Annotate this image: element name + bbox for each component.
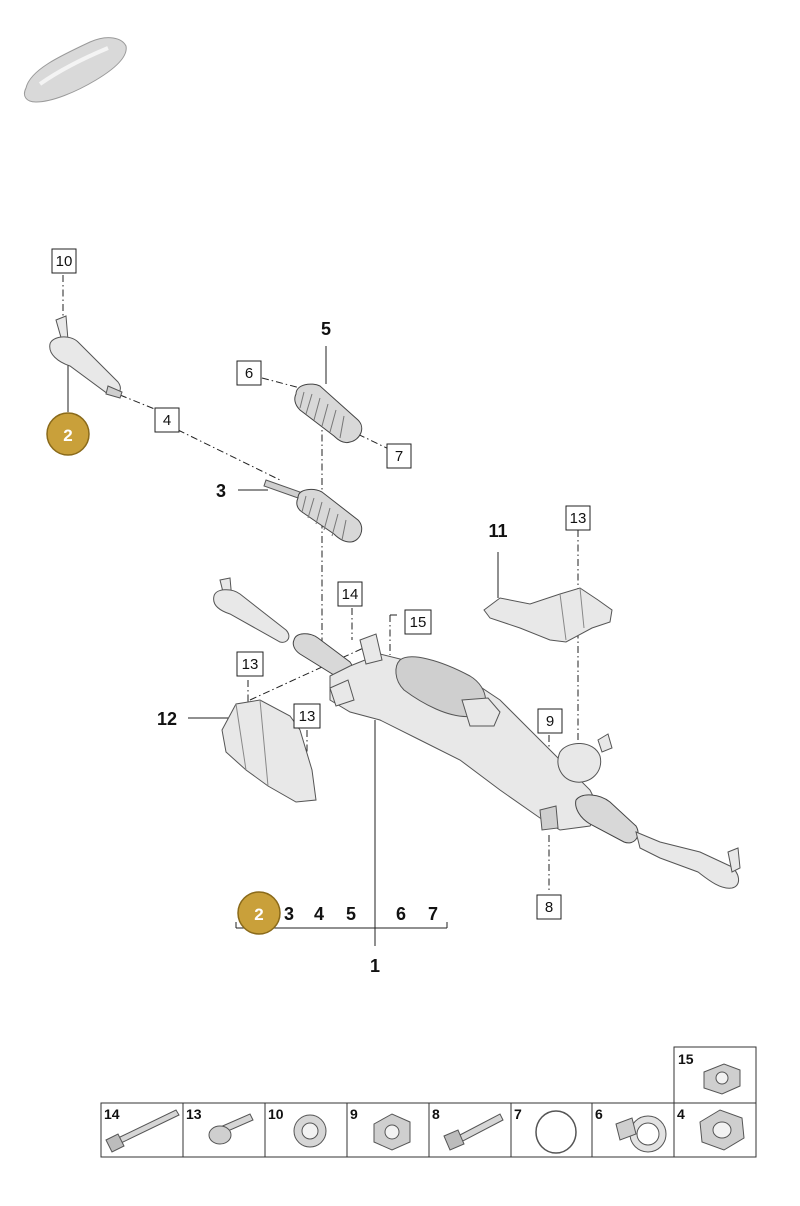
callout-15: 15 — [404, 609, 432, 635]
svg-text:1: 1 — [370, 956, 380, 976]
callout-14: 14 — [337, 581, 363, 607]
svg-text:13: 13 — [299, 708, 316, 725]
svg-text:6: 6 — [396, 904, 406, 924]
callout-badge-2-top: 2 — [46, 412, 90, 456]
svg-text:14: 14 — [342, 586, 359, 603]
svg-text:6: 6 — [595, 1106, 603, 1122]
svg-text:4: 4 — [314, 904, 324, 924]
svg-text:7: 7 — [395, 448, 403, 465]
callout-11: 11 — [488, 521, 507, 541]
hex-collar-nut-icon — [373, 1113, 411, 1151]
callout-6: 6 — [236, 360, 262, 386]
callout-10-top: 10 — [51, 248, 77, 274]
svg-text:7: 7 — [428, 904, 438, 924]
gear-cover — [221, 699, 317, 803]
tie-rod-end-top — [49, 315, 123, 399]
vehicle-icon — [23, 37, 127, 103]
svg-text:9: 9 — [546, 713, 554, 730]
parts-table: 15 14 13 10 9 8 7 6 4 — [100, 1046, 757, 1158]
callout-13-mid: 13 — [236, 651, 264, 677]
svg-text:2: 2 — [63, 426, 72, 445]
svg-text:3: 3 — [216, 481, 226, 501]
svg-text:3: 3 — [284, 904, 294, 924]
assembly-badge — [237, 891, 281, 935]
steering-boot-lower — [263, 479, 363, 543]
svg-text:6: 6 — [245, 365, 253, 382]
svg-text:12: 12 — [157, 709, 177, 729]
callout-13-low: 13 — [293, 703, 321, 729]
svg-text:14: 14 — [104, 1106, 120, 1122]
svg-text:2: 2 — [254, 905, 263, 924]
svg-text:11: 11 — [488, 521, 507, 541]
callout-5: 5 — [321, 319, 331, 339]
svg-text:13: 13 — [186, 1106, 202, 1122]
svg-text:9: 9 — [350, 1106, 358, 1122]
callout-12: 12 — [157, 709, 177, 729]
svg-text:7: 7 — [514, 1106, 522, 1122]
svg-text:10: 10 — [56, 253, 73, 270]
svg-text:10: 10 — [268, 1106, 284, 1122]
callout-7: 7 — [386, 443, 412, 469]
svg-text:5: 5 — [321, 319, 331, 339]
clamp-ring-icon — [535, 1110, 577, 1154]
flange-nut-small-icon — [293, 1114, 327, 1148]
svg-text:4: 4 — [677, 1106, 685, 1122]
shoulder-bolt-icon — [208, 1113, 254, 1145]
callout-8: 8 — [536, 894, 562, 920]
callout-3: 3 — [216, 481, 226, 501]
leader-lines — [62, 275, 579, 946]
hose-clamp-icon — [615, 1115, 667, 1153]
heat-shield — [483, 587, 613, 643]
hex-bolt-icon — [443, 1113, 504, 1151]
svg-text:15: 15 — [410, 614, 427, 631]
svg-text:4: 4 — [163, 412, 171, 429]
callout-9: 9 — [537, 708, 563, 734]
svg-text:8: 8 — [545, 899, 553, 916]
svg-text:13: 13 — [242, 656, 259, 673]
svg-text:5: 5 — [346, 904, 356, 924]
flange-nut-icon — [703, 1063, 741, 1095]
svg-text:15: 15 — [678, 1051, 694, 1067]
steering-boot-upper — [294, 383, 363, 443]
steering-rack — [213, 577, 741, 889]
svg-text:13: 13 — [570, 510, 587, 527]
long-bolt-icon — [105, 1109, 180, 1153]
hex-nut-icon — [699, 1109, 745, 1151]
callout-1: 1 — [370, 956, 380, 976]
callout-13-right: 13 — [565, 505, 591, 531]
callout-4: 4 — [154, 407, 180, 433]
svg-text:8: 8 — [432, 1106, 440, 1122]
assembly-note: 2 3 4 5 6 7 — [235, 891, 448, 935]
